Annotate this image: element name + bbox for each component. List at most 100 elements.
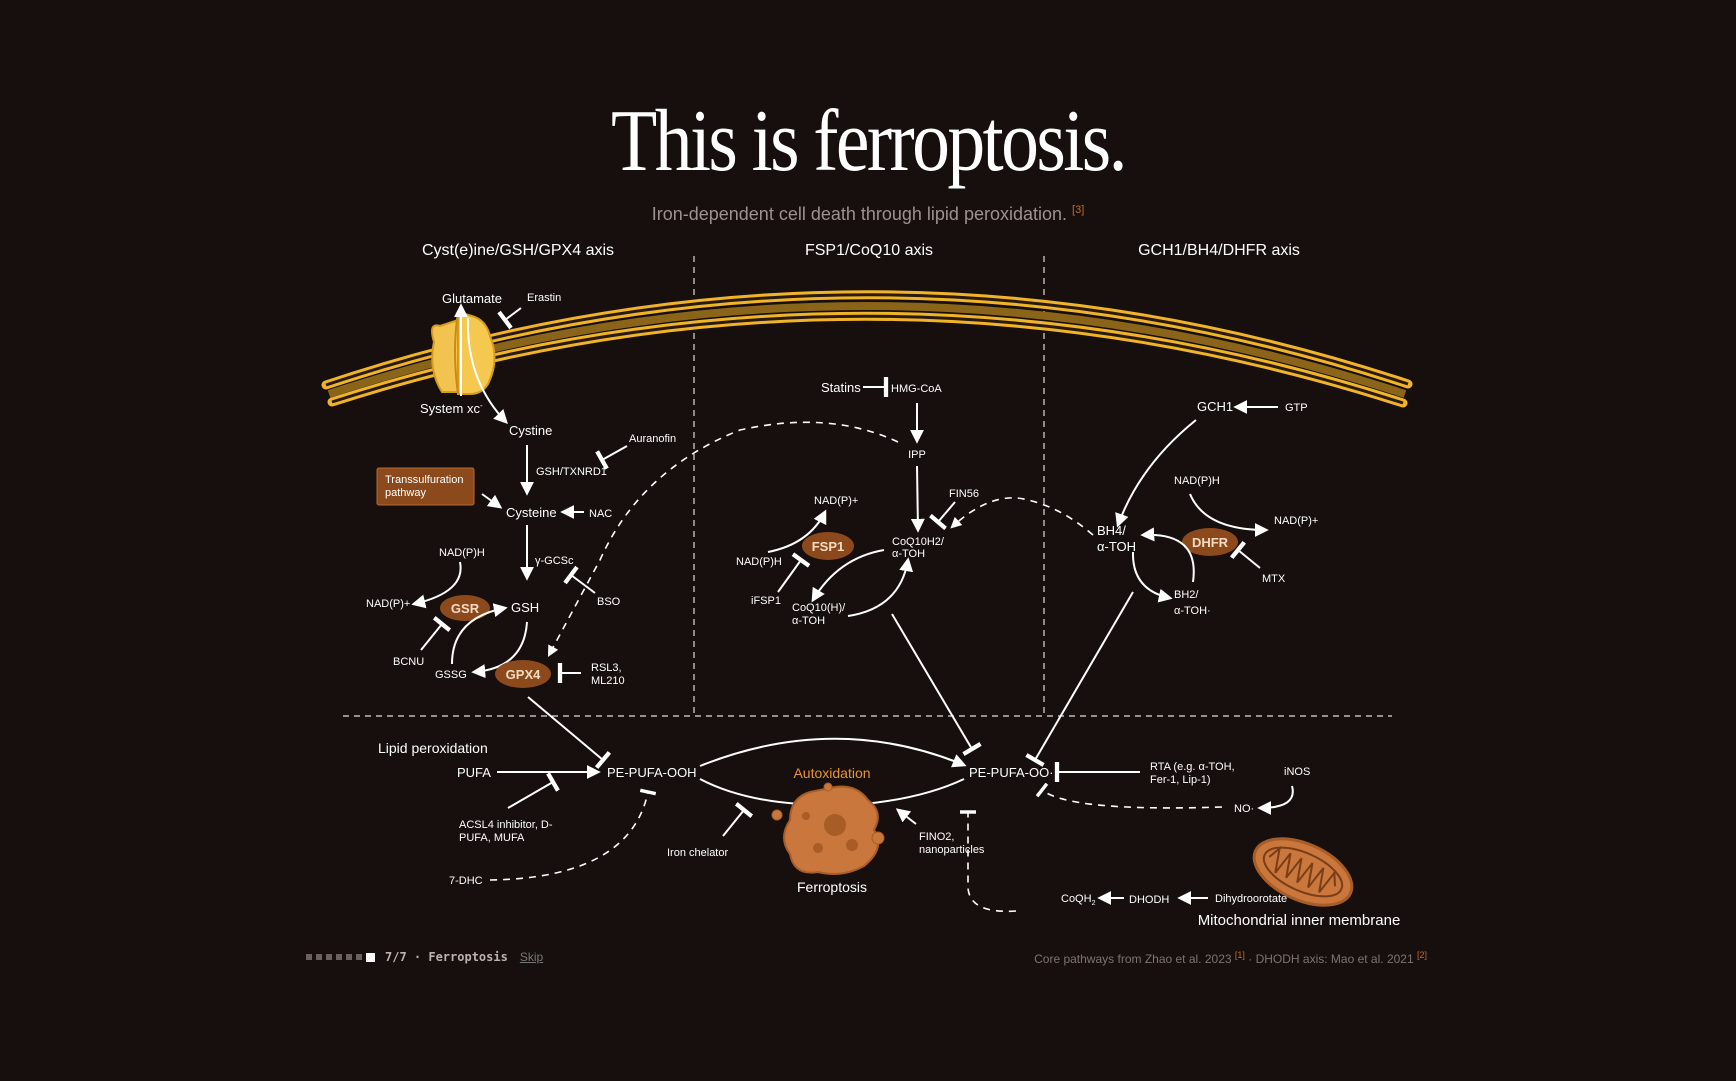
coq10h2-to-coq10h-arrow (811, 549, 885, 603)
coq10h2-label-line1: CoQ10H2/ (892, 536, 945, 548)
rta-label-line2: Fer-1, Lip-1) (1150, 774, 1211, 786)
fino2-arrow (895, 808, 917, 825)
slide-navigation: 7/7 · Ferroptosis Skip (306, 950, 543, 964)
bcnu-inhibition (420, 616, 452, 651)
pufa-label: PUFA (457, 765, 491, 780)
coq10h2-inhibits-pe-pufa-oo (891, 613, 982, 756)
gsh-txnrd1-label: GSH/TXNRD1 (536, 466, 607, 478)
slide-dot-5[interactable] (346, 954, 352, 960)
autoxidation-lower-arc-left (699, 778, 801, 805)
rta-label-line1: RTA (e.g. α-TOH, (1150, 761, 1235, 773)
citation-footer: Core pathways from Zhao et al. 2023 [1] … (1034, 950, 1427, 966)
coqh2-subscript: 2 (1092, 900, 1096, 907)
auranofin-label: Auranofin (629, 433, 676, 445)
citation-ref-1[interactable]: [1] (1234, 950, 1245, 960)
mtx-label: MTX (1262, 573, 1286, 585)
ifsp1-inhibition (777, 552, 811, 593)
ipp-label: IPP (908, 449, 926, 461)
slide-dot-1[interactable] (306, 954, 312, 960)
dihydroorotate-label: Dihydroorotate (1215, 893, 1287, 905)
page-title: This is ferroptosis. (611, 93, 1127, 190)
slide-progress: 7/7 · Ferroptosis (385, 950, 508, 964)
bh4-to-bh2-arrow (1131, 551, 1173, 603)
citation-ref-2[interactable]: [2] (1416, 950, 1427, 960)
bh4-to-coq10h2-dashed-arrow (950, 497, 1094, 536)
bh2-to-bh4-arrow (1140, 527, 1195, 583)
slide-dot-2[interactable] (316, 954, 322, 960)
coq10h-label-line2: α-TOH (792, 615, 825, 627)
lipid-peroxidation-label: Lipid peroxidation (378, 740, 488, 756)
gch1-label: GCH1 (1197, 399, 1233, 414)
autoxidation-label: Autoxidation (793, 765, 870, 781)
coqh2-label: CoQH2 (1061, 893, 1096, 907)
nadph-to-nadp-arrow (411, 561, 462, 609)
gsh-label: GSH (511, 600, 539, 615)
no-inhibits-pe-pufa-oo (1035, 782, 1223, 809)
autoxidation-upper-arc (699, 737, 967, 768)
slide-dot-3[interactable] (326, 954, 332, 960)
nadph-to-nadp-right-arrow (1189, 493, 1269, 537)
slide-dot-6[interactable] (356, 954, 362, 960)
gssg-label: GSSG (435, 669, 467, 681)
coq10h-to-coq10h2-arrow (847, 557, 914, 617)
cystine-label: Cystine (509, 423, 552, 438)
fin56-label: FIN56 (949, 488, 979, 500)
dhfr-enzyme: DHFR (1182, 528, 1238, 556)
transsulfuration-label-line1: Transsulfuration (385, 474, 463, 486)
acsl4-inhibition (507, 772, 560, 809)
slide-dot-4[interactable] (336, 954, 342, 960)
gtp-label: GTP (1285, 402, 1308, 414)
ifsp1-label: iFSP1 (751, 595, 781, 607)
skip-link[interactable]: Skip (519, 950, 544, 964)
system-xc-transporter-icon (431, 310, 496, 395)
pe-pufa-oo-label: PE-PUFA-OO· (969, 765, 1054, 780)
mitochondrion-icon (1252, 837, 1354, 907)
mtx-inhibition (1230, 540, 1261, 569)
hmg-coa-label: HMG-CoA (891, 383, 942, 395)
inos-label: iNOS (1284, 766, 1310, 778)
ipp-to-coq10h2-arrow (910, 465, 925, 533)
cystine-import-arrow (466, 317, 508, 425)
auranofin-inhibition (595, 445, 628, 470)
inos-to-no-arrow (1257, 785, 1294, 815)
fsp1-label: FSP1 (812, 539, 845, 554)
mitochondrial-membrane-label: Mitochondrial inner membrane (1198, 912, 1401, 929)
system-xc-label: System xc- (420, 401, 483, 416)
iron-chelator-label: Iron chelator (667, 847, 728, 859)
axis-header-gch1: GCH1/BH4/DHFR axis (1138, 242, 1300, 259)
ferroptotic-cell-icon (771, 782, 885, 875)
erastin-inhibition (497, 307, 522, 330)
bcnu-label: BCNU (393, 656, 424, 668)
erastin-label: Erastin (527, 292, 561, 304)
fino2-label-line1: FINO2, (919, 831, 954, 843)
ipp-to-gpx4-dashed-arrow (547, 421, 899, 657)
statins-label: Statins (821, 380, 861, 395)
fsp1-enzyme: FSP1 (802, 532, 854, 560)
system-xc-name: System xc (420, 401, 480, 416)
gpx4-inhibits-pe-pufa-ooh (527, 696, 612, 770)
nadp-right-label: NAD(P)+ (1274, 515, 1318, 527)
rsl3-label-line2: ML210 (591, 675, 625, 687)
autoxidation-lower-arc-right (863, 778, 965, 805)
glutamate-label: Glutamate (442, 291, 502, 306)
coqh2-text: CoQH (1061, 893, 1092, 905)
gamma-gcsc-label: γ-GCSc (535, 555, 574, 567)
nadp-left-label: NAD(P)+ (366, 598, 410, 610)
acsl4-label-line2: PUFA, MUFA (459, 832, 525, 844)
coq10h2-label-line2: α-TOH (892, 548, 925, 560)
nac-label: NAC (589, 508, 612, 520)
ferroptosis-label: Ferroptosis (797, 879, 867, 895)
subtitle-reference[interactable]: [3] (1072, 204, 1085, 216)
gsr-label: GSR (451, 601, 480, 616)
slide-dot-7-active[interactable] (366, 952, 375, 962)
bh2-label-line2: α-TOH· (1174, 605, 1211, 617)
fin56-inhibition (928, 501, 956, 531)
axis-header-gsh: Cyst(e)ine/GSH/GPX4 axis (422, 242, 614, 259)
dhodh-label: DHODH (1129, 894, 1169, 906)
gsr-enzyme: GSR (440, 595, 490, 621)
iron-chelator-inhibition (722, 802, 754, 837)
gsh-to-gssg-arrow (471, 621, 528, 679)
coq10h-label-line1: CoQ10(H)/ (792, 602, 846, 614)
citation-b: · DHODH axis: Mao et al. 2021 (1244, 952, 1414, 966)
